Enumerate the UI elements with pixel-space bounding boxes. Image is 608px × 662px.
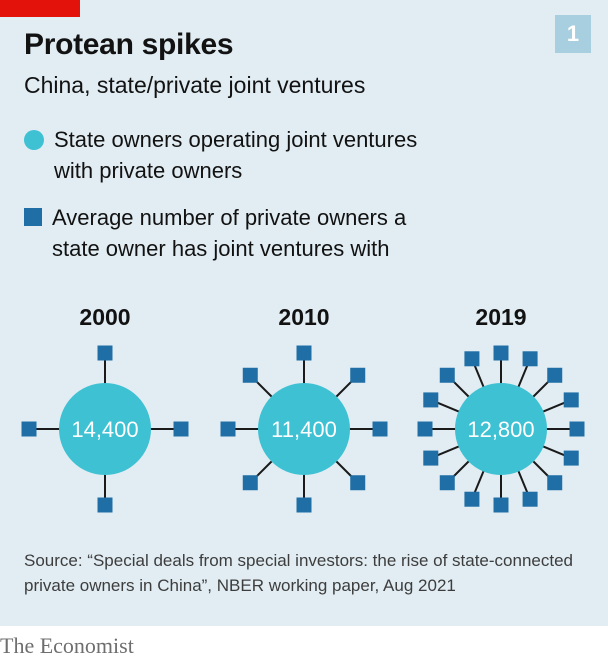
private-owner-square [423, 392, 439, 408]
legend-item-state-owners: State owners operating joint ventures wi… [24, 124, 434, 186]
private-owner-square [439, 475, 455, 491]
year-label: 2019 [475, 304, 526, 330]
chart-panel [0, 0, 608, 626]
state-owner-circle [59, 383, 151, 475]
private-owner-square [439, 367, 455, 383]
private-owner-square [350, 475, 366, 491]
private-owner-square [242, 367, 258, 383]
private-owner-square [423, 450, 439, 466]
legend-square-marker [24, 208, 42, 226]
state-owner-value-label: 11,400 [271, 417, 337, 442]
private-owner-square [350, 367, 366, 383]
private-owner-square [296, 345, 312, 361]
state-owner-circle [455, 383, 547, 475]
state-owner-value-label: 12,800 [467, 417, 534, 442]
private-owner-square [563, 392, 579, 408]
chart-subtitle: China, state/private joint ventures [24, 72, 366, 98]
legend-label-state-owners: State owners operating joint ventures wi… [54, 127, 418, 183]
private-owner-square [569, 421, 585, 437]
legend-item-private-owners: Average number of private owners a state… [24, 202, 432, 264]
private-owner-square [97, 497, 113, 513]
private-owner-square [242, 475, 258, 491]
private-owner-square [493, 497, 509, 513]
private-owner-square [372, 421, 388, 437]
economist-logo: The Economist [0, 633, 134, 658]
private-owner-square [220, 421, 236, 437]
private-owner-square [563, 450, 579, 466]
private-owner-square [21, 421, 37, 437]
legend-label-private-owners: Average number of private owners a state… [52, 205, 407, 261]
state-owner-circle [258, 383, 350, 475]
private-owner-square [464, 351, 480, 367]
year-label: 2010 [278, 304, 329, 330]
year-label: 2000 [79, 304, 130, 330]
brand-red-tag [0, 0, 80, 17]
private-owner-square [547, 367, 563, 383]
spikes-chart: 2000 14,400 2010 11,400 2019 12,800 [21, 304, 585, 513]
private-owner-square [296, 497, 312, 513]
private-owner-square [522, 491, 538, 507]
legend-circle-marker [24, 130, 44, 150]
private-owner-square [493, 345, 509, 361]
chart-title: Protean spikes [24, 28, 234, 61]
chart-number-badge: 1 [555, 15, 591, 53]
source-note: Source: “Special deals from special inve… [24, 551, 573, 595]
private-owner-square [464, 491, 480, 507]
private-owner-square [417, 421, 433, 437]
private-owner-square [547, 475, 563, 491]
private-owner-square [97, 345, 113, 361]
private-owner-square [173, 421, 189, 437]
private-owner-square [522, 351, 538, 367]
state-owner-value-label: 14,400 [71, 417, 138, 442]
